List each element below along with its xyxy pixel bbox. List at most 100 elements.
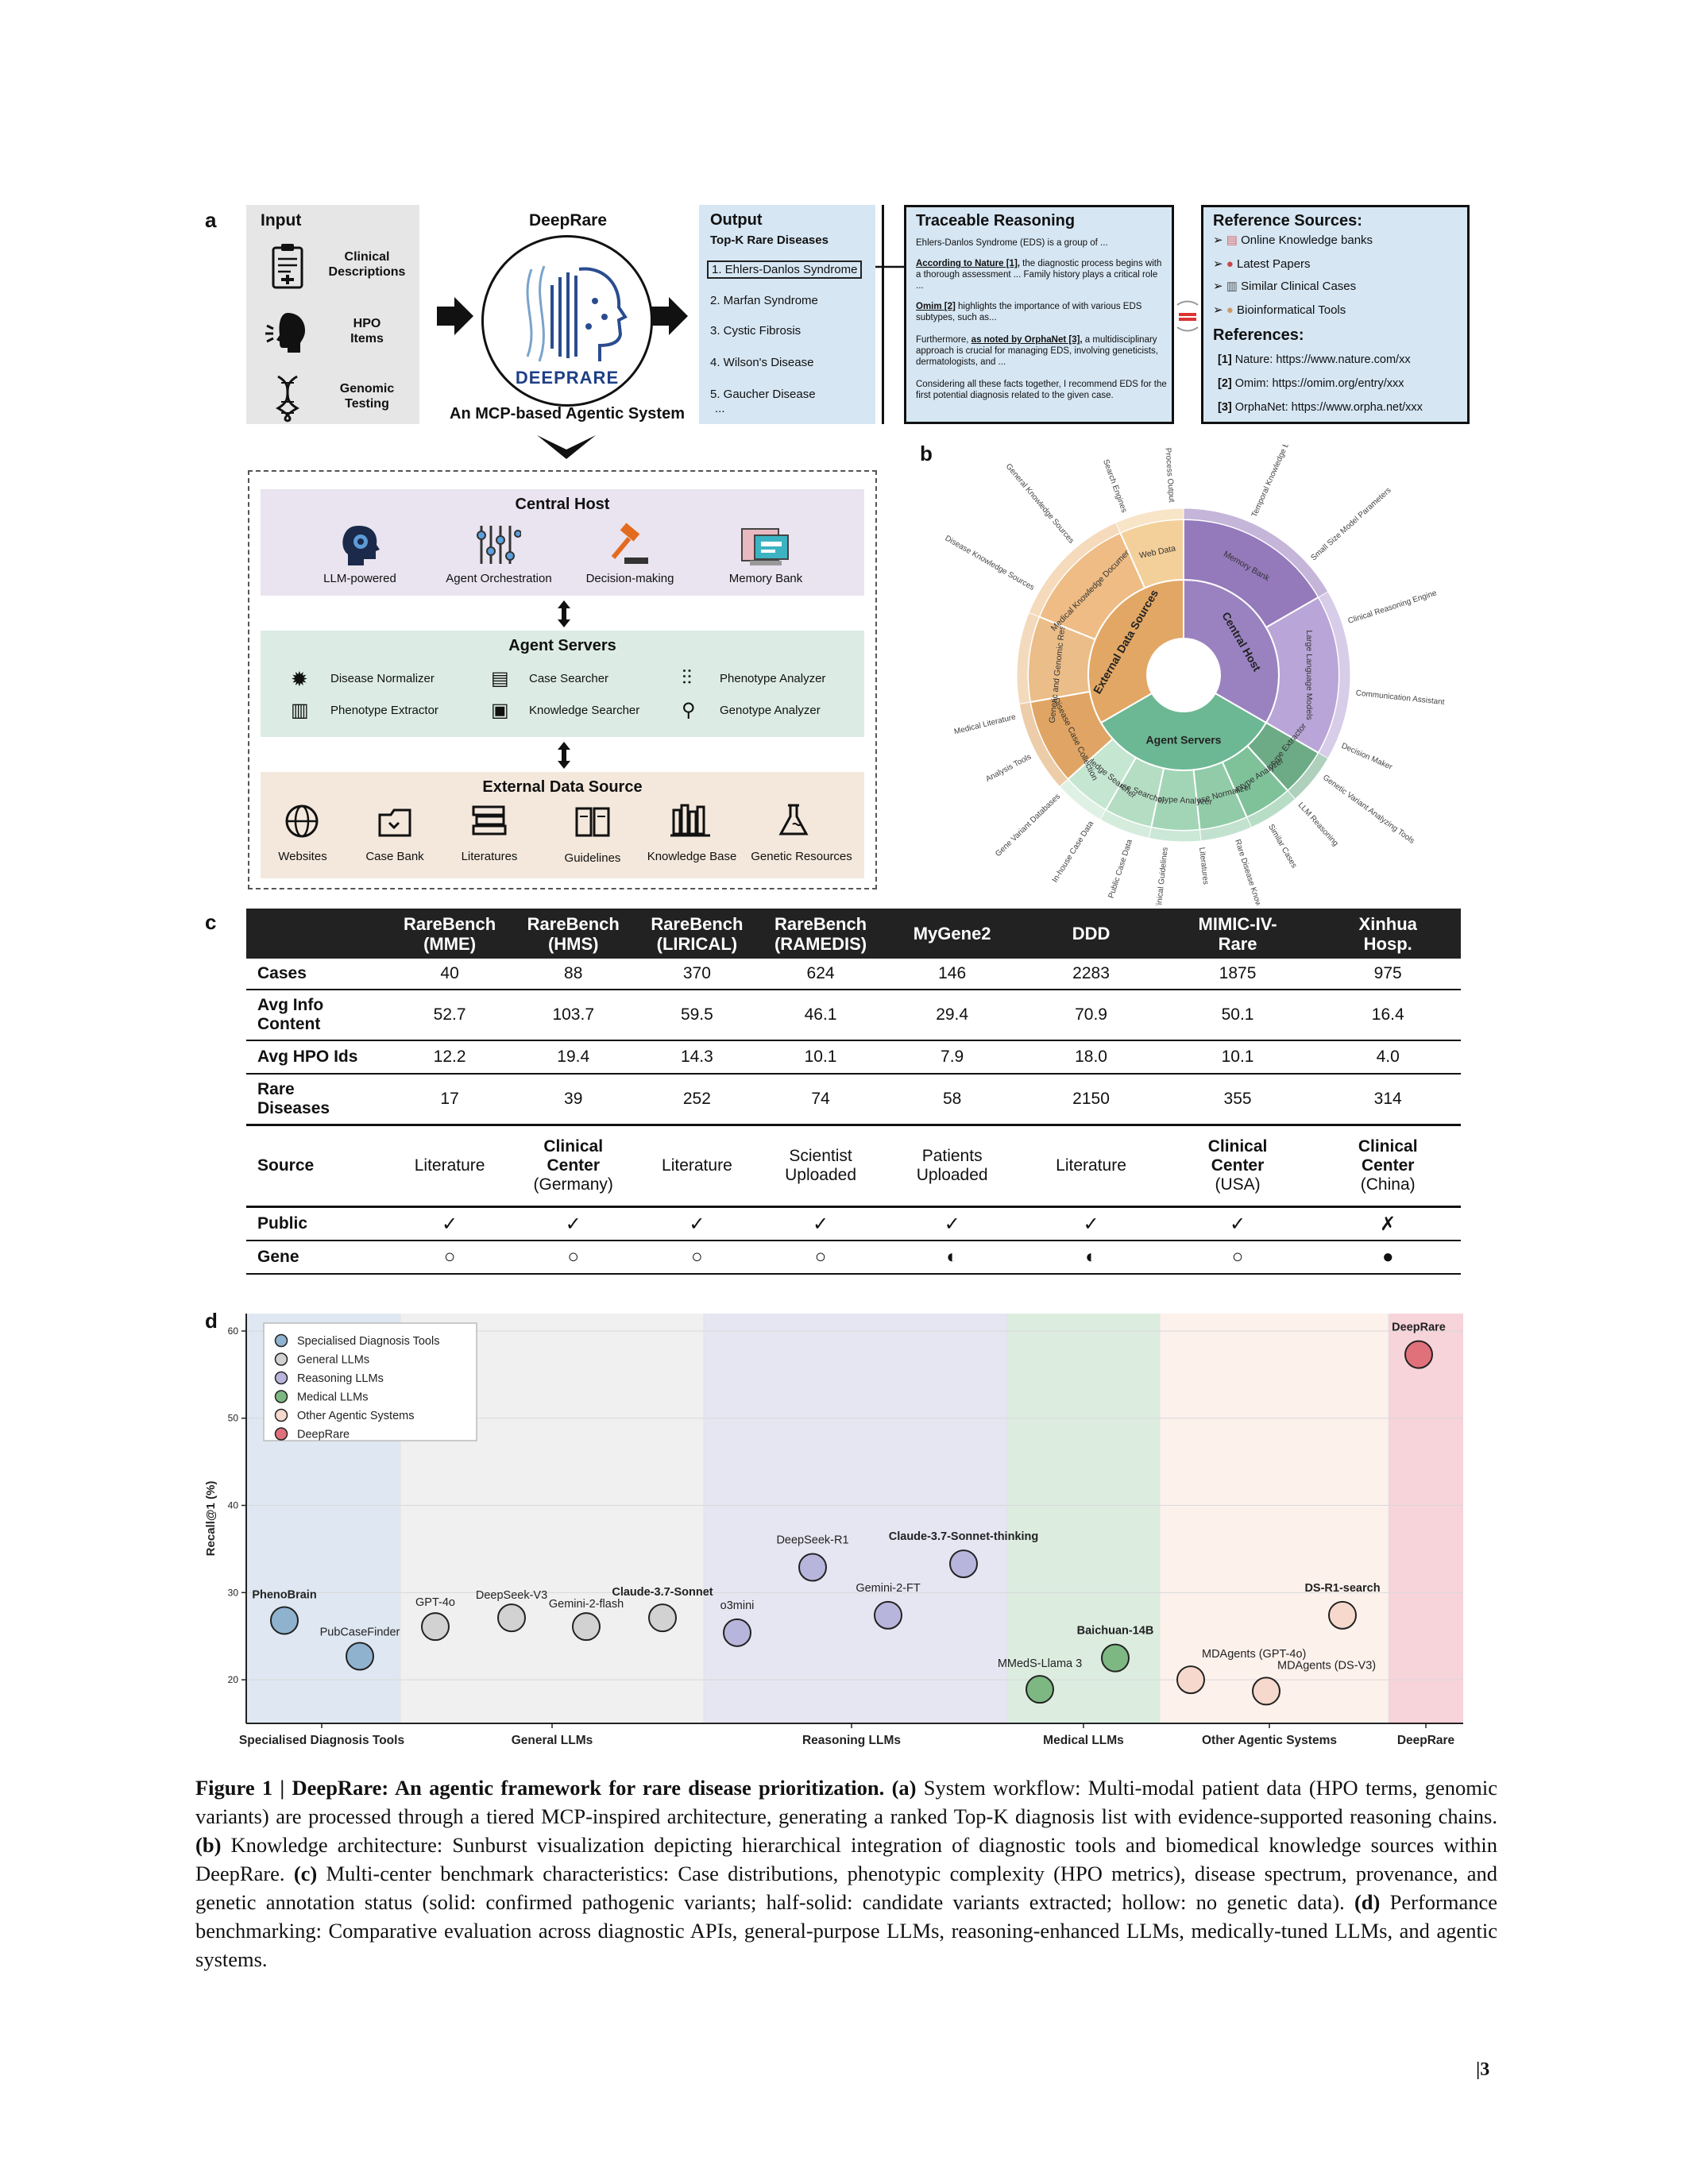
x-category-label: Specialised Diagnosis Tools: [239, 1734, 404, 1747]
table-cell: 70.9: [1022, 990, 1161, 1041]
table-cell: ✓: [1022, 1206, 1161, 1241]
agent-servers-tier: Agent Servers ✹ Disease Normalizer ▤ Cas…: [261, 631, 864, 737]
brain-head-icon: [342, 526, 380, 565]
table-cell: ●: [1315, 1241, 1461, 1275]
caption-text-b: Knowledge architecture: Sunburst visuali…: [195, 1833, 1497, 1885]
reasoning-title: Traceable Reasoning: [916, 212, 1076, 230]
point-label: DeepSeek-R1: [776, 1534, 848, 1546]
table-cell: 39: [511, 1074, 635, 1126]
sunburst-outer-label: In-house Case Data: [1051, 820, 1096, 885]
point-label: DS-R1-search: [1304, 1582, 1380, 1595]
source-label: Latest Papers: [1236, 257, 1311, 271]
monitor-search-icon: ▣: [491, 700, 509, 721]
table-cell: ○: [635, 1241, 759, 1275]
books-icon: [472, 805, 507, 835]
legend-label: DeepRare: [297, 1429, 350, 1441]
reasoning-text: Ehlers-Danlos Syndrome (EDS) is a group …: [916, 238, 1108, 248]
reasoning-text: a multidisciplinary approach is crucial …: [916, 335, 1158, 367]
central-host-tier: Central Host LLM-powered Agent Orchestra…: [261, 489, 864, 596]
link-connector-icon: [1176, 300, 1199, 332]
input-label-1: Genomic: [339, 382, 395, 396]
caption-label-d: (d): [1354, 1890, 1381, 1914]
dna-icon: [276, 375, 299, 423]
reasoning-paragraph: Furthermore, as noted by OrphaNet [3], a…: [916, 334, 1167, 368]
citation-link[interactable]: According to Nature [1],: [916, 259, 1020, 268]
table-cell: 18.0: [1022, 1040, 1161, 1075]
table-cell: 50.1: [1160, 990, 1315, 1041]
point-label: DeepRare: [1392, 1322, 1446, 1334]
table-cell: 46.1: [759, 990, 883, 1041]
references-sources-title: Reference Sources:: [1213, 212, 1362, 230]
y-tick-label: 50: [228, 1413, 239, 1424]
brain-head-logo-icon: DEEPRARE: [516, 265, 628, 388]
virus-icon: ✹: [291, 667, 308, 691]
data-point: [572, 1612, 601, 1642]
connector-line: [875, 265, 904, 268]
citation-link[interactable]: as noted by OrphaNet [3],: [971, 335, 1083, 345]
external-data-title: External Data Source: [482, 778, 643, 796]
sunburst-outer-label: Process Output: [1163, 447, 1176, 503]
table-cell: ◐: [1022, 1241, 1161, 1275]
reasoning-text: Considering all these facts together, I …: [916, 380, 1167, 400]
sunburst-middle-label: Large Language Models: [1304, 630, 1314, 720]
table-header-cell: RareBench(HMS): [511, 909, 635, 959]
table-header-cell: RareBench(RAMEDIS): [759, 909, 883, 959]
input-label-2: Items: [350, 332, 384, 345]
legend-marker: [274, 1390, 288, 1403]
central-host-item: Memory Bank: [728, 572, 803, 585]
sunburst-outer-label: Clinical Guidelines: [1154, 847, 1170, 905]
legend-label: General LLMs: [297, 1354, 369, 1367]
sunburst-outer-label: Public Case Data: [1107, 838, 1134, 899]
legend-label: Other Agentic Systems: [297, 1410, 414, 1422]
deeprare-logo: DEEPRARE: [481, 235, 653, 407]
reference-number: [1]: [1218, 353, 1232, 366]
table-cell: ○: [759, 1241, 883, 1275]
table-cell: 2283: [1022, 959, 1161, 990]
caption-text-a: System workflow: Multi-modal patient dat…: [195, 1776, 1498, 1828]
output-box: Output Top-K Rare Diseases 1. Ehlers-Dan…: [699, 205, 875, 424]
table-cell: ○: [388, 1241, 512, 1275]
table-cell: ◐: [882, 1241, 1022, 1275]
sunburst-middle-label: Genotype Analyzer: [1141, 793, 1213, 807]
central-host-title: Central Host: [515, 496, 610, 513]
data-point: [346, 1642, 374, 1671]
reference-item[interactable]: [3] OrphaNet: https://www.orpha.net/xxx: [1218, 401, 1423, 414]
table-cell: 314: [1315, 1074, 1461, 1126]
table-cell: ✓: [1160, 1206, 1315, 1241]
table-row: Gene○○○○◐◐○●: [246, 1241, 1461, 1275]
system-subtitle: An MCP-based Agentic System: [450, 405, 685, 423]
y-tick-label: 20: [228, 1674, 239, 1685]
point-label: DeepSeek-V3: [476, 1589, 547, 1602]
caption-label-c: (c): [293, 1862, 318, 1885]
divider-line: [882, 205, 884, 424]
y-tick-label: 60: [228, 1325, 239, 1337]
disease-item: 1. Ehlers-Danlos Syndrome: [707, 260, 863, 279]
table-cell: ✓: [882, 1206, 1022, 1241]
reference-item[interactable]: [1] Nature: https://www.nature.com/xx: [1218, 353, 1411, 366]
external-data-item: Knowledge Base: [647, 850, 737, 863]
bidirectional-arrow-icon: [558, 742, 570, 769]
citation-link[interactable]: Omim [2]: [916, 302, 956, 311]
table-header-cell: RareBench(MME): [388, 909, 512, 959]
table-cell: 59.5: [635, 990, 759, 1041]
table-cell: Literature: [1022, 1125, 1161, 1208]
clipboard-icon: [272, 244, 303, 289]
panel-label-b: b: [920, 442, 933, 465]
sunburst-outer-label: Search Engines: [1101, 458, 1128, 514]
sunburst-outer-label: Literatures: [1197, 847, 1210, 885]
page-number: |3: [1476, 2059, 1490, 2080]
system-title: DeepRare: [528, 211, 608, 230]
input-label-2: Testing: [345, 397, 389, 411]
data-point: [949, 1549, 978, 1579]
table-cell: ✓: [635, 1206, 759, 1241]
reference-item[interactable]: [2] Omim: https://omim.org/entry/xxx: [1218, 377, 1404, 390]
point-label: Baichuan-14B: [1077, 1625, 1154, 1638]
data-point: [1404, 1340, 1433, 1369]
